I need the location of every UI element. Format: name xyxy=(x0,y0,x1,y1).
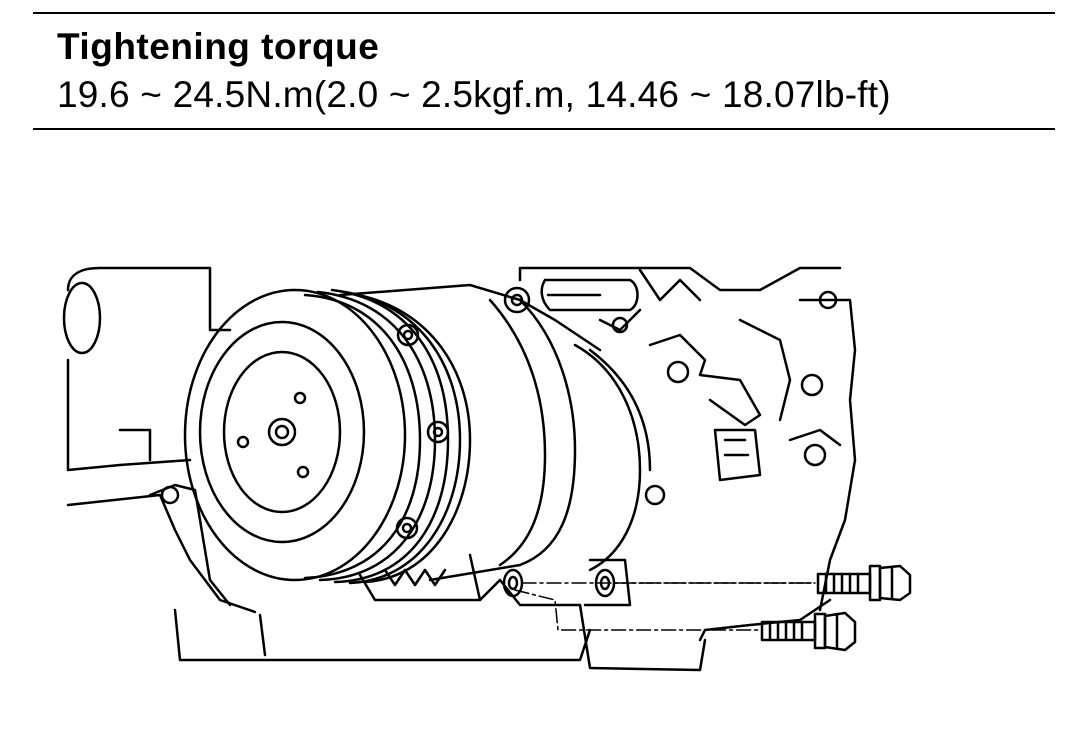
compressor-body xyxy=(338,283,666,587)
bolt-icon xyxy=(760,611,857,652)
engine-block xyxy=(62,266,857,672)
bottom-rule xyxy=(33,128,1055,130)
torque-spec: 19.6 ~ 24.5N.m(2.0 ~ 2.5kgf.m, 14.46 ~ 1… xyxy=(57,74,891,115)
compressor-illustration xyxy=(62,266,912,672)
top-rule xyxy=(33,12,1055,14)
bolt-icon xyxy=(816,564,912,602)
torque-title: Tightening torque xyxy=(57,26,380,67)
pulley xyxy=(183,288,472,585)
bolt-guide-lines xyxy=(514,582,816,631)
refrigerant-hose xyxy=(540,278,762,482)
